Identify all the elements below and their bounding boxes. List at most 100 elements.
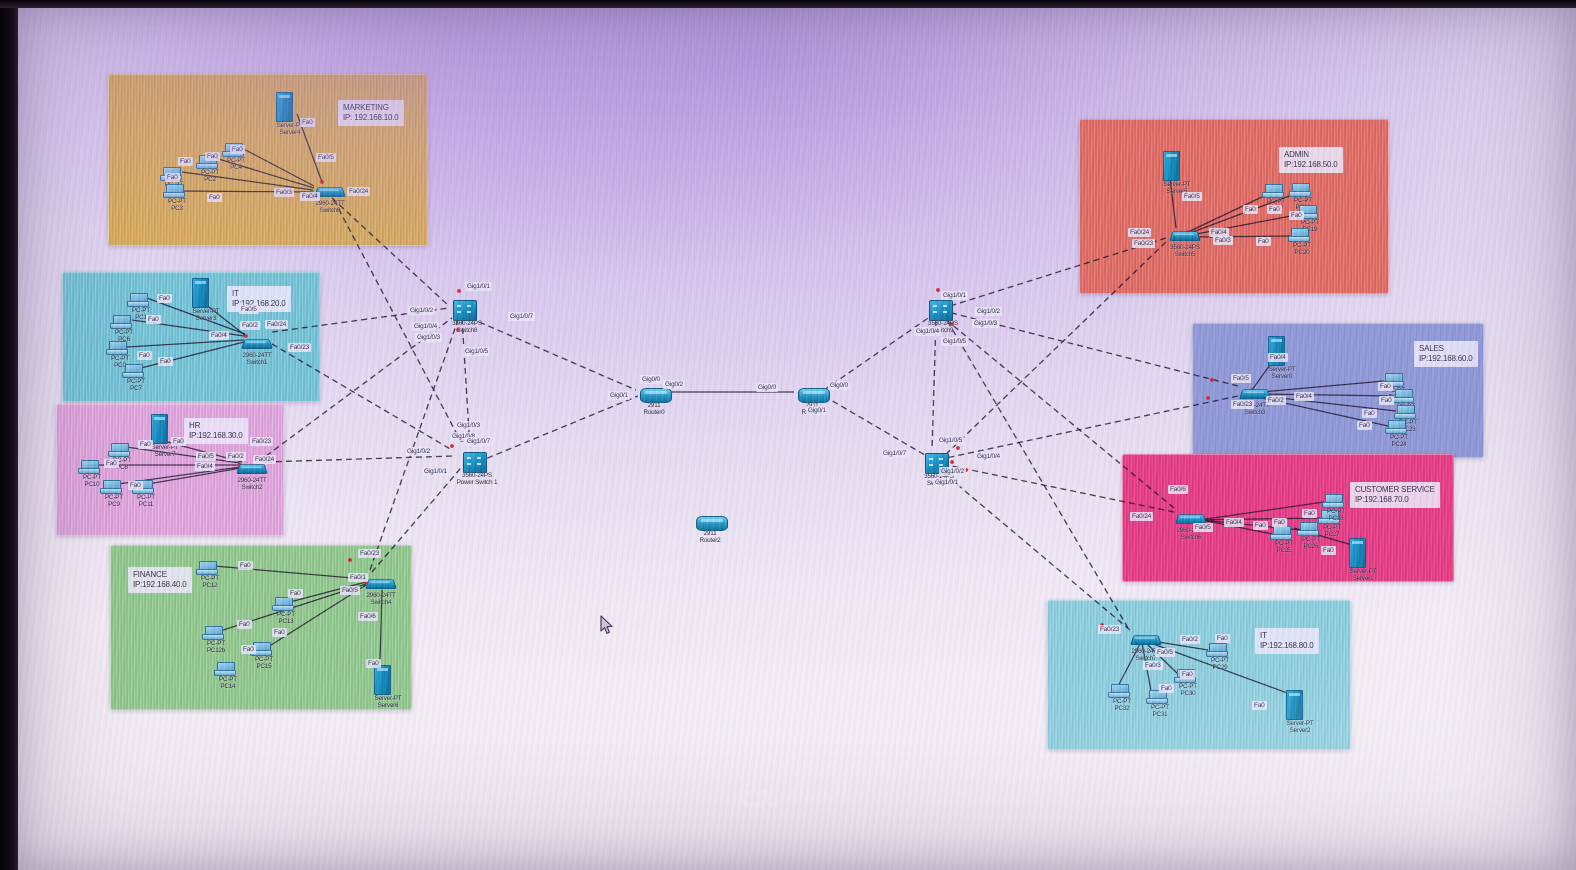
device-model: PC-PT xyxy=(111,355,129,362)
server-icon xyxy=(1163,151,1180,181)
server-icon xyxy=(276,92,293,122)
zone-ip: IP:192.168.70.0 xyxy=(1355,495,1409,504)
device-name: PC10 xyxy=(84,480,100,488)
device-pc18[interactable]: PC-PTPC18 xyxy=(1289,183,1312,211)
zone-ip: IP:192.168.80.0 xyxy=(1260,641,1314,650)
link-fiber[interactable] xyxy=(823,313,935,391)
device-pc22[interactable]: PC-PTPC22 xyxy=(1392,389,1415,417)
port-label: Fa0/4 xyxy=(1268,353,1288,363)
link-fiber[interactable] xyxy=(469,317,637,391)
device-pc17[interactable]: PC-PTPC17 xyxy=(1262,184,1285,212)
device-name: PC25 xyxy=(1276,546,1292,554)
watermark: المشروع PROJECT xyxy=(574,772,1014,824)
link-fiber[interactable] xyxy=(947,321,1129,629)
port-label: Fa0 xyxy=(128,481,143,491)
port-label: Fa0 xyxy=(272,628,287,638)
port-label: Gig1/0/1 xyxy=(422,467,449,477)
device-model: PC-PT xyxy=(1113,698,1131,705)
switch-icon xyxy=(236,464,268,474)
device-model: PC-PT xyxy=(127,378,145,385)
device-name: PC15 xyxy=(256,662,272,670)
pc-icon xyxy=(1262,184,1284,198)
port-label: Fa0 xyxy=(238,561,253,571)
port-label: Gig1/0/3 xyxy=(415,333,442,343)
link-fiber[interactable] xyxy=(823,395,931,459)
link-fiber[interactable] xyxy=(477,395,639,463)
port-label: Fa0/2 xyxy=(1266,396,1286,406)
link-fiber[interactable] xyxy=(931,319,937,451)
device-name: PC0 xyxy=(114,361,126,369)
device-name: PC26 xyxy=(1303,542,1319,550)
pc-icon xyxy=(1394,405,1416,419)
port-label: Fa0/4 xyxy=(1224,518,1244,528)
port-label: Gig1/0/7 xyxy=(465,437,492,447)
link-fiber[interactable] xyxy=(369,319,459,571)
link-fiber[interactable] xyxy=(265,455,455,463)
port-label: Gig0/0 xyxy=(756,383,778,393)
device-name: PC27 xyxy=(1324,530,1340,538)
device-model: 2911 xyxy=(790,402,834,410)
port-label: Fa0 xyxy=(1215,634,1230,644)
device-router1[interactable]: 2911Router1 xyxy=(798,388,830,416)
device-name: Server7 xyxy=(154,450,176,458)
port-label: Fa0/4 xyxy=(195,462,215,472)
port-label: Fa0 xyxy=(1379,396,1394,406)
port-label: Fa0 xyxy=(1252,701,1267,711)
